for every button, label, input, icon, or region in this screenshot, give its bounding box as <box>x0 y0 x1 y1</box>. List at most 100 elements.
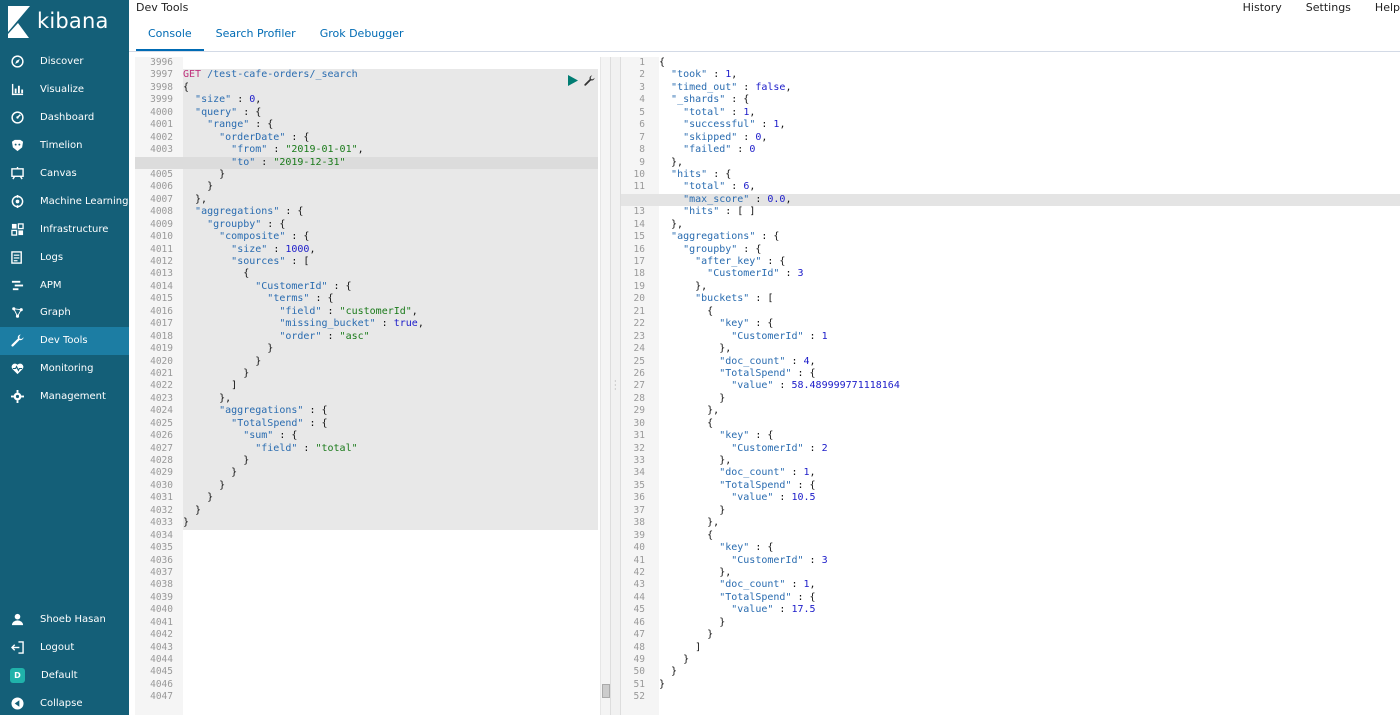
code-line: "max_score" : 0.0, <box>683 193 792 205</box>
code-line: "TotalSpend" : { <box>719 591 816 603</box>
request-scrollbar[interactable] <box>600 57 610 715</box>
brand[interactable]: kibana <box>0 0 129 46</box>
play-icon[interactable] <box>567 75 578 86</box>
line-number: 4042 <box>150 629 173 641</box>
wrench-icon <box>10 334 24 348</box>
line-number: 46 <box>633 616 645 628</box>
sidebar-bottom-logout[interactable]: Logout <box>0 634 129 662</box>
code-line: "terms" : { <box>267 293 334 305</box>
sidebar-item-logs[interactable]: Logs <box>0 243 129 271</box>
line-number: 3996 <box>150 57 173 68</box>
code-line: }, <box>659 517 720 529</box>
line-number: 48 <box>633 641 645 653</box>
code-line: }, <box>659 405 720 417</box>
line-number: 30 <box>633 417 645 429</box>
history-link[interactable]: History <box>1242 1 1282 14</box>
code-line: "TotalSpend" : { <box>719 367 816 379</box>
line-number: 17 <box>633 256 645 267</box>
sidebar-item-discover[interactable]: Discover <box>0 48 129 76</box>
code-line: } <box>659 504 726 516</box>
code-line: } <box>659 616 726 628</box>
line-number: 3997 <box>150 69 173 81</box>
line-number: 4038 <box>150 579 173 591</box>
response-code[interactable]: { "took" : 1, "timed_out" : false, "_sha… <box>659 57 1400 715</box>
sidebar-item-machine-learning[interactable]: Machine Learning <box>0 187 129 215</box>
line-number: 4015 <box>150 293 173 305</box>
sidebar-item-monitoring[interactable]: Monitoring <box>0 355 129 383</box>
line-number: 13 <box>633 206 645 218</box>
code-line: "range" : { <box>207 119 274 131</box>
sidebar-item-timelion[interactable]: Timelion <box>0 132 129 160</box>
code-line: } <box>183 504 202 516</box>
code-line: "total" : 6, <box>683 181 756 193</box>
code-line: "doc_count" : 1, <box>719 467 816 479</box>
settings-link[interactable]: Settings <box>1305 1 1351 14</box>
code-line: "field" : "total" <box>255 442 358 454</box>
code-line: } <box>183 168 226 180</box>
line-number: 4043 <box>150 641 173 653</box>
code-line <box>183 57 598 69</box>
sidebar-item-visualize[interactable]: Visualize <box>0 76 129 104</box>
line-number: 4039 <box>150 591 173 603</box>
code-line: { <box>183 81 190 93</box>
tab-grok-debugger[interactable]: Grok Debugger <box>319 27 404 40</box>
tab-bar: Console Search Profiler Grok Debugger <box>136 22 416 51</box>
nav-label: Shoeb Hasan <box>40 614 106 626</box>
line-number: 4012 <box>150 256 173 267</box>
line-number: 4029 <box>150 467 173 479</box>
resizer-grip-icon: ··· <box>614 377 617 394</box>
code-line: "TotalSpend" : { <box>719 479 816 491</box>
line-number: 21 <box>633 305 645 317</box>
response-viewer[interactable]: 1234567891011121314151617181920212223242… <box>621 57 1400 715</box>
scroll-thumb[interactable] <box>602 684 610 698</box>
sidebar-item-canvas[interactable]: Canvas <box>0 160 129 188</box>
help-link[interactable]: Help <box>1374 1 1400 14</box>
bar-chart-icon <box>10 83 24 97</box>
sidebar-bottom-collapse[interactable]: Collapse <box>0 690 129 715</box>
code-line: "missing_bucket" : true, <box>279 318 424 330</box>
ml-icon <box>10 194 24 208</box>
request-code[interactable]: GET /test-cafe-orders/_search{ "size" : … <box>183 57 598 715</box>
wrench-icon[interactable] <box>584 75 595 86</box>
line-number: 4028 <box>150 455 173 466</box>
code-line: } <box>183 479 226 491</box>
line-number: 3998 <box>150 81 173 93</box>
tab-search-profiler[interactable]: Search Profiler <box>215 27 296 40</box>
code-line <box>183 629 598 641</box>
code-line: "key" : { <box>719 542 774 554</box>
line-number: 4032 <box>150 504 173 516</box>
code-line: { <box>183 268 250 280</box>
nav-label: Dashboard <box>40 112 95 124</box>
sidebar-item-apm[interactable]: APM <box>0 271 129 299</box>
nav-label: Collapse <box>40 698 83 710</box>
sidebar-item-dev-tools[interactable]: Dev Tools <box>0 326 129 355</box>
active-request-highlight <box>183 69 598 531</box>
sidebar-item-dashboard[interactable]: Dashboard <box>0 104 129 132</box>
line-number: 4035 <box>150 542 173 554</box>
timelion-icon <box>10 139 24 153</box>
sidebar-item-graph[interactable]: Graph <box>0 299 129 327</box>
code-line: "CustomerId" : 3 <box>707 268 804 280</box>
sidebar-item-management[interactable]: Management <box>0 383 129 411</box>
code-line: "hits" : { <box>671 168 732 180</box>
pane-resizer[interactable]: ··· <box>610 57 621 715</box>
code-line: "aggregations" : { <box>195 206 304 218</box>
code-line: "from" : "2019-01-01", <box>231 144 364 156</box>
nav-label: Default <box>41 670 78 682</box>
collapse-icon <box>10 697 24 711</box>
line-number: 3 <box>639 81 645 93</box>
sidebar-bottom-shoeb-hasan[interactable]: Shoeb Hasan <box>0 606 129 634</box>
nav-label: Visualize <box>40 84 85 96</box>
line-number: 4014 <box>150 280 173 292</box>
code-line: "key" : { <box>719 318 774 330</box>
code-line: "doc_count" : 4, <box>719 355 816 367</box>
tab-console[interactable]: Console <box>136 22 204 51</box>
line-number: 22 <box>633 318 645 330</box>
request-editor[interactable]: 3996399739983999400040014002400340044005… <box>135 57 610 715</box>
line-number: 49 <box>633 654 645 665</box>
code-line <box>183 555 598 567</box>
code-line: } <box>659 678 666 690</box>
sidebar-item-infrastructure[interactable]: Infrastructure <box>0 215 129 243</box>
